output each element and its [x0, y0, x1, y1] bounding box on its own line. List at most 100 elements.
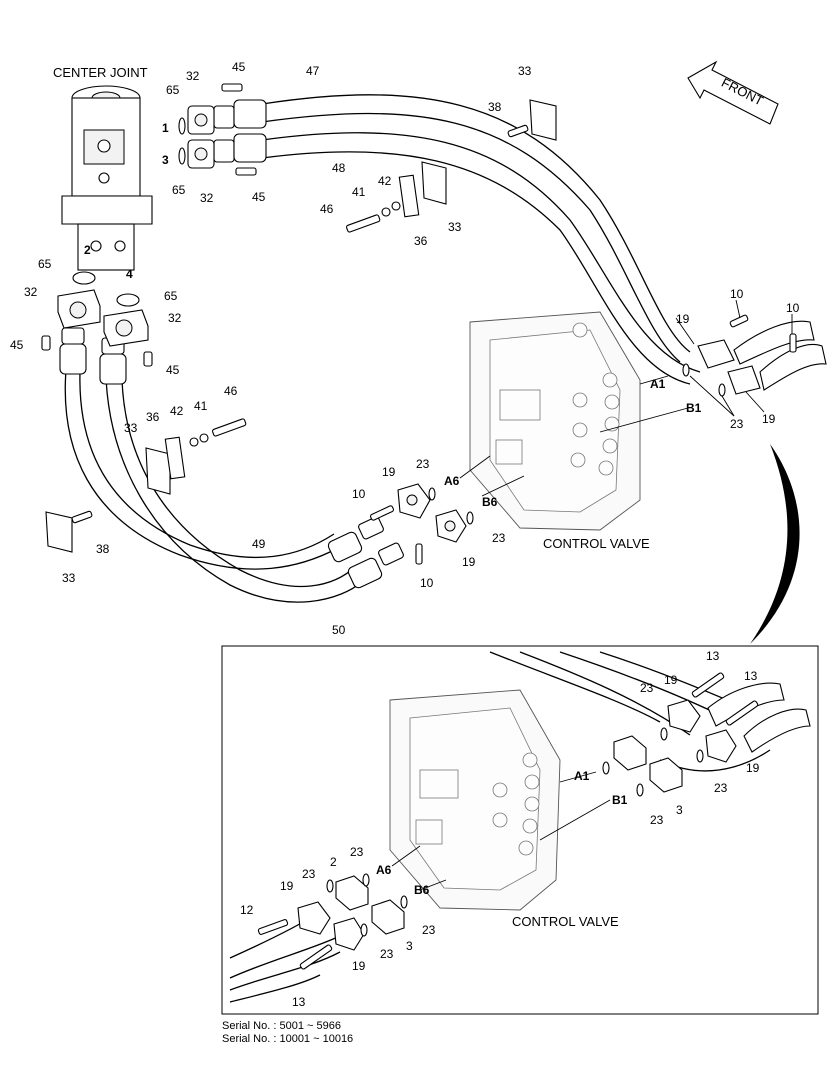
callout-41-a: 41 [352, 185, 366, 199]
port-1: 1 [162, 121, 169, 135]
callout-45-b: 45 [252, 190, 266, 204]
flange-32-lower-b [103, 309, 149, 347]
callout-33-c: 33 [124, 421, 138, 435]
flange-32-upper-a [187, 105, 215, 135]
callout-10-b: 10 [786, 301, 800, 315]
callout-10-a: 10 [730, 287, 744, 301]
bolt-45-upper [221, 83, 257, 176]
inset-port-b1: B1 [612, 793, 628, 807]
hose-49 [64, 369, 339, 570]
port-a1: A1 [650, 377, 666, 391]
callout-45-c: 45 [10, 338, 24, 352]
callout-33-a: 33 [518, 64, 532, 78]
callout-32-d: 32 [168, 311, 182, 325]
callout-36-a: 36 [414, 234, 428, 248]
callout-33-d: 33 [62, 571, 76, 585]
clamp-33-upper-right [507, 99, 557, 141]
callout-47: 47 [306, 64, 320, 78]
callout-19-c: 19 [382, 465, 396, 479]
callout-65-b: 65 [172, 183, 186, 197]
flange-19-a6 [397, 483, 431, 519]
callout-23-b: 23 [416, 457, 430, 471]
inset-port-b6: B6 [414, 883, 430, 897]
port-a6: A6 [444, 474, 460, 488]
inset-flanges-19 [297, 699, 737, 951]
callout-38-a: 38 [488, 100, 502, 114]
valve-spool-caps [570, 372, 620, 476]
o-ring-23-a1b1 [682, 363, 726, 397]
callout-19-d: 19 [462, 555, 476, 569]
callout-46-a: 46 [320, 202, 334, 216]
hose-48 [261, 132, 701, 385]
callout-32-a: 32 [186, 69, 200, 83]
callout-38-b: 38 [96, 542, 110, 556]
callout-19-a: 19 [676, 312, 690, 326]
clamp-33-lower-left [45, 418, 247, 553]
callout-10-c: 10 [352, 487, 366, 501]
callout-65-c: 65 [38, 257, 52, 271]
callout-42-b: 42 [170, 404, 184, 418]
inset-callout-2: 2 [330, 855, 337, 869]
hose-50 [105, 377, 363, 603]
inset-callout-23-d: 23 [350, 845, 364, 859]
port-b6: B6 [482, 495, 498, 509]
o-ring-65-lower [72, 271, 140, 307]
inset-pointer [750, 444, 800, 644]
callout-48: 48 [332, 161, 346, 175]
callout-42-a: 42 [378, 174, 392, 188]
hose-fitting-lower-49 [59, 327, 87, 375]
callout-10-d: 10 [420, 576, 434, 590]
inset-callout-23-g: 23 [380, 947, 394, 961]
callout-19-b: 19 [762, 412, 776, 426]
hose-fitting-upper-47 [213, 99, 267, 129]
callout-45-a: 45 [232, 60, 246, 74]
control-valve-inset [389, 689, 561, 911]
hose-fitting-lower-50 [99, 337, 127, 385]
flange-19-b6 [435, 509, 467, 543]
inset-callout-3-b: 3 [406, 939, 413, 953]
callout-23-c: 23 [492, 531, 506, 545]
inset-callout-3-a: 3 [676, 803, 683, 817]
bolt-10-lower [369, 505, 423, 565]
flange-32-lower-a [57, 289, 101, 329]
inset-callout-19-a: 19 [664, 673, 678, 687]
callout-32-c: 32 [24, 285, 38, 299]
inset-callout-12: 12 [240, 903, 254, 917]
o-ring-23-a6b6 [428, 487, 474, 525]
callout-23-a: 23 [730, 417, 744, 431]
inset-callout-23-a: 23 [640, 681, 654, 695]
callout-65-d: 65 [164, 289, 178, 303]
bolt-10-upper [729, 314, 797, 353]
inset-port-a1: A1 [574, 769, 590, 783]
o-ring-65-upper [178, 117, 186, 165]
center-joint-title: CENTER JOINT [53, 65, 148, 80]
inset-o-rings-23 [326, 727, 704, 937]
inset-callout-19-d: 19 [352, 959, 366, 973]
serial-line-1: Serial No. : 5001 ~ 5966 [222, 1020, 341, 1032]
hose-47 [261, 94, 691, 363]
inset-callout-19-c: 19 [280, 879, 294, 893]
control-valve-title: CONTROL VALVE [543, 536, 650, 551]
inset-port-a6: A6 [376, 863, 392, 877]
serial-line-2: Serial No. : 10001 ~ 10016 [222, 1033, 354, 1045]
inset-frame [221, 645, 819, 1015]
elbow-fitting-b1 [727, 344, 827, 395]
port-3: 3 [162, 153, 169, 167]
front-arrow: FRONT [687, 60, 779, 125]
inset-adapter-blocks [335, 735, 683, 935]
inset-callout-13-a: 13 [706, 649, 720, 663]
elbow-fitting-a1 [697, 320, 815, 369]
inset-callout-23-f: 23 [422, 923, 436, 937]
control-valve-main [469, 311, 641, 531]
hose-fitting-valve-50 [347, 542, 404, 589]
inset-control-valve-title: CONTROL VALVE [512, 914, 619, 929]
inset-callout-23-c: 23 [650, 813, 664, 827]
port-4: 4 [126, 267, 133, 281]
callout-33-b: 33 [448, 220, 462, 234]
callout-49: 49 [252, 537, 266, 551]
inset-callout-13-c: 13 [292, 995, 306, 1009]
inset-callout-23-e: 23 [302, 867, 316, 881]
inset-callout-13-b: 13 [744, 669, 758, 683]
hose-fitting-upper-48 [213, 133, 267, 163]
